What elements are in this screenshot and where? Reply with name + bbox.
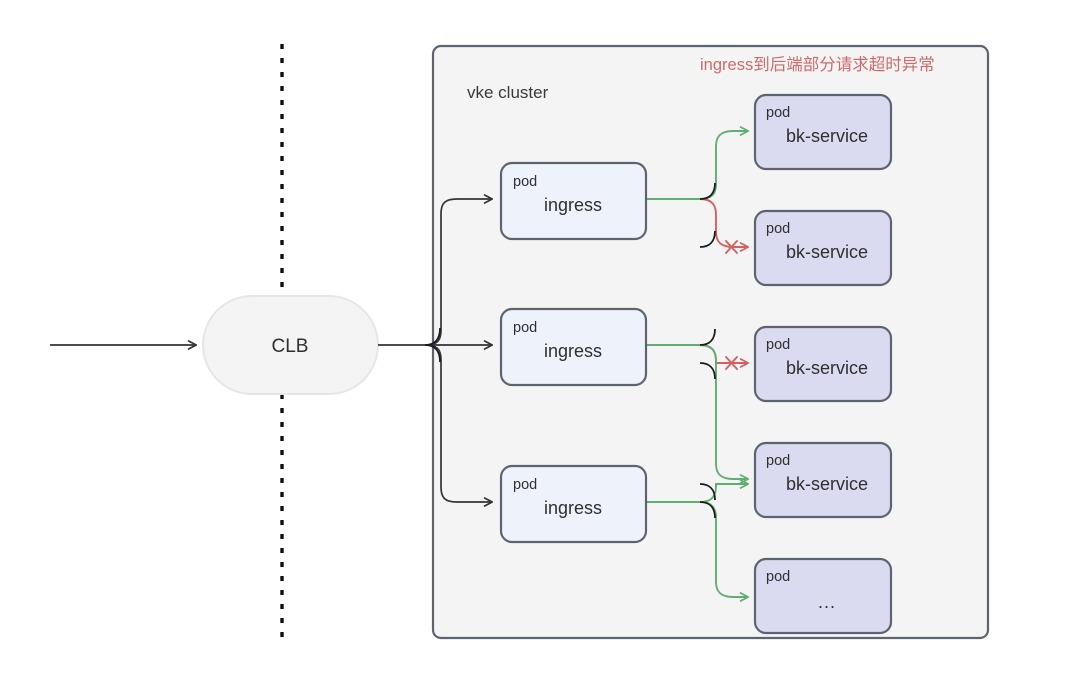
backend-pod-box-4[interactable] xyxy=(753,441,893,519)
backend-pod-kind-5: pod xyxy=(766,569,790,585)
ingress2-split-accent-up xyxy=(699,328,716,346)
backend-pod-kind-4: pod xyxy=(766,453,790,469)
ingress2-to-backend4-edge xyxy=(699,344,750,484)
backend-pod-name-4: bk-service xyxy=(786,474,868,494)
backend-pod-kind-3: pod xyxy=(766,337,790,353)
ingress1-split-accent-down xyxy=(699,230,716,248)
ingress1-to-backend2-edge xyxy=(699,198,750,252)
backend-pod-box-5[interactable] xyxy=(753,557,893,635)
ingress-pod-box-1[interactable] xyxy=(499,161,648,241)
backend-pod-box-2[interactable] xyxy=(753,209,893,287)
ingress-pod-box-2[interactable] xyxy=(499,307,648,387)
clb-to-ingress-edge-3 xyxy=(424,344,494,507)
ingress-pod-kind-2: pod xyxy=(513,320,537,336)
backend-pod-box-1[interactable] xyxy=(753,93,893,171)
backend-pod-name-2: bk-service xyxy=(786,242,868,262)
clb-split-accent-down xyxy=(424,344,441,363)
ingress-pod-name-2: ingress xyxy=(544,341,602,361)
ingress-pod-name-3: ingress xyxy=(544,498,602,518)
ingress-pod-box-3[interactable] xyxy=(499,464,648,544)
ingress3-split-accent-up xyxy=(699,483,716,501)
timeout-marker-2 xyxy=(725,356,738,370)
backend-pod-kind-2: pod xyxy=(766,221,790,237)
ingress1-split-accent-up xyxy=(699,182,716,200)
backend-pod-kind-1: pod xyxy=(766,105,790,121)
ingress-pod-name-1: ingress xyxy=(544,195,602,215)
ingress-pod-kind-1: pod xyxy=(513,174,537,190)
timeout-annotation-text: ingress到后端部分请求超时异常 xyxy=(700,55,935,74)
ingress3-split-accent-down xyxy=(699,501,716,519)
clb-label: CLB xyxy=(272,336,309,357)
cluster-label: vke cluster xyxy=(467,83,549,102)
ingress-pod-kind-3: pod xyxy=(513,477,537,493)
backend-pod-name-1: bk-service xyxy=(786,126,868,146)
ingress2-split-accent-down xyxy=(699,362,716,380)
backend-pod-name-5: ... xyxy=(818,592,836,612)
backend-pod-name-3: bk-service xyxy=(786,358,868,378)
timeout-marker-1 xyxy=(725,240,738,254)
clb-to-ingress-edge-1 xyxy=(424,194,494,346)
backend-pod-box-3[interactable] xyxy=(753,325,893,403)
